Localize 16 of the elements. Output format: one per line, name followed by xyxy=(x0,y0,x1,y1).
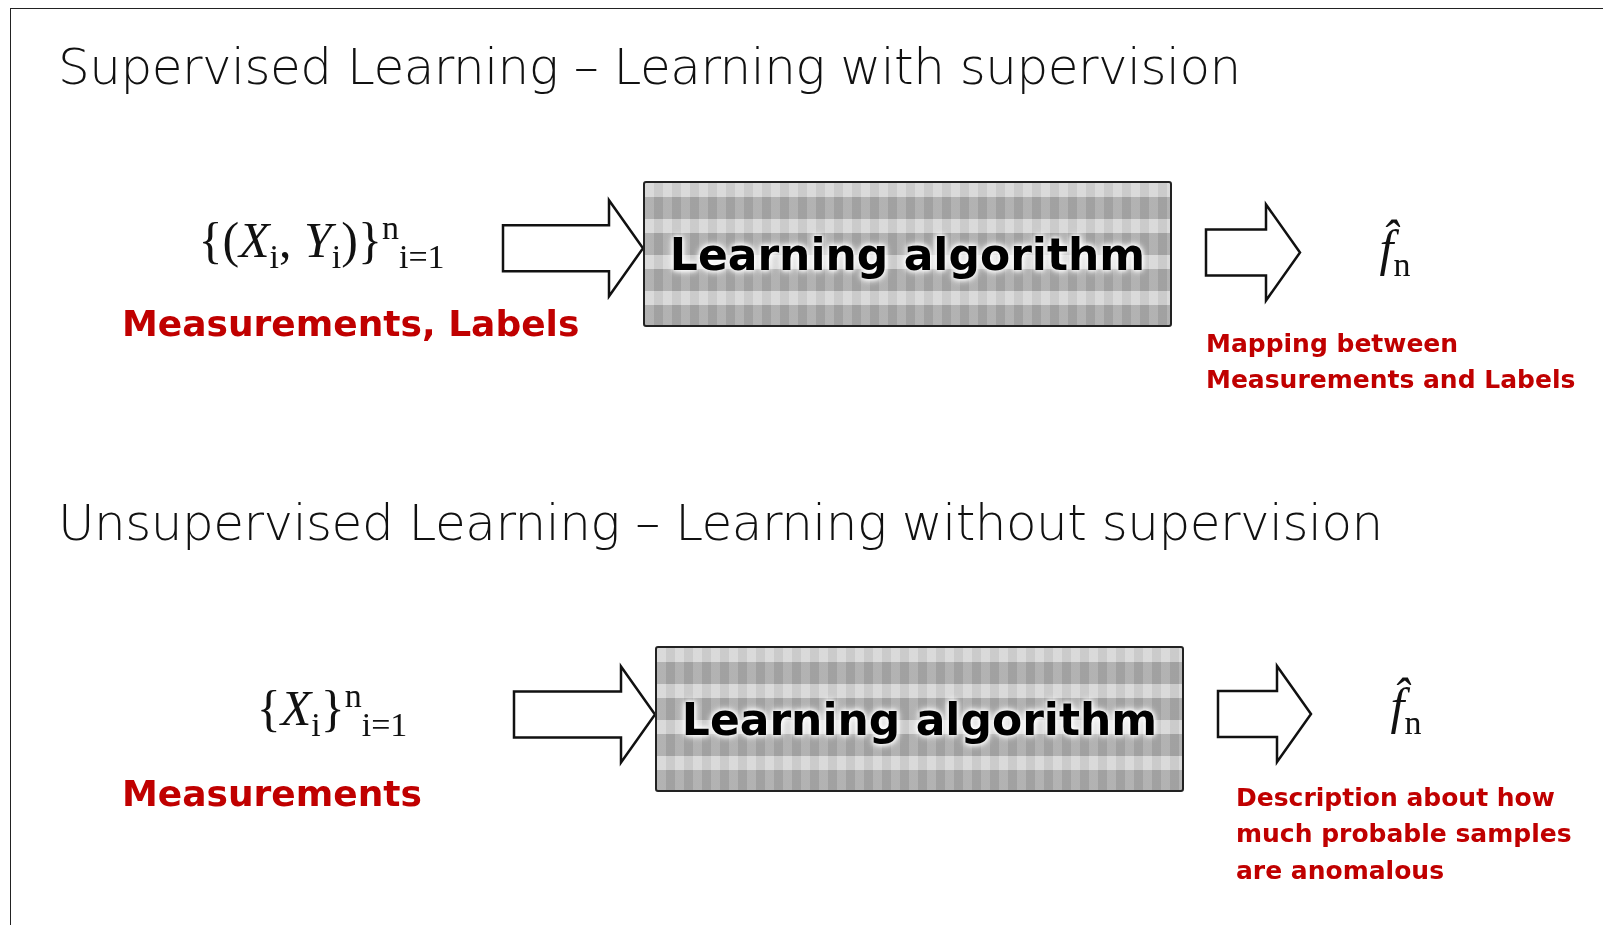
section-heading: Unsupervised Learning – Learning without supervision xyxy=(58,494,1383,552)
section-heading: Supervised Learning – Learning with supervision xyxy=(58,38,1241,96)
math-formula: f̂$_{n}$ xyxy=(1390,676,1422,742)
algorithm-label: Learning algorithm xyxy=(669,228,1146,280)
algorithm-label: Learning algorithm xyxy=(681,693,1158,745)
caption-text: Measurements, Labels xyxy=(122,302,581,346)
algorithm-box xyxy=(643,181,1172,327)
caption-text: Mapping between Measurements and Labels xyxy=(1206,328,1577,397)
algorithm-box xyxy=(655,646,1184,792)
math-formula: f̂$_{n}$ xyxy=(1379,218,1411,284)
block-arrow xyxy=(1204,200,1302,305)
block-arrow xyxy=(1216,662,1313,766)
caption-text: Measurements xyxy=(122,772,423,816)
caption-text: Description about how much probable samples are anomalous xyxy=(1236,782,1573,887)
block-arrow xyxy=(501,196,645,301)
block-arrow xyxy=(512,662,657,767)
